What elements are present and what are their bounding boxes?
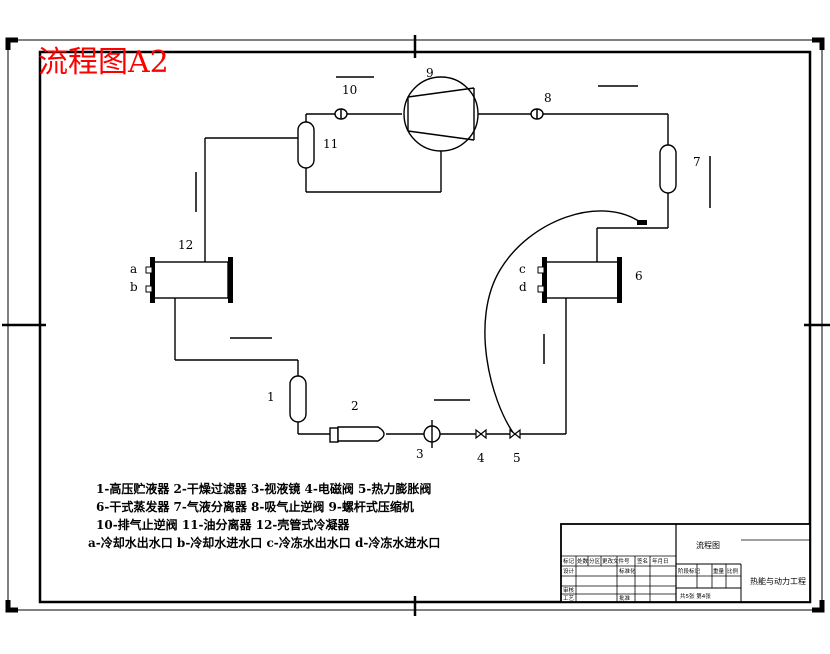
title-block: 流程图 热能与动力工程 标记 处数 分区 更改文件号 签名 年月日 设计 标准化… (560, 523, 811, 603)
tb-r1-1: 处数 (577, 557, 589, 565)
label-4: 4 (477, 451, 485, 465)
label-1: 1 (267, 390, 275, 404)
suction-check-valve-8 (530, 108, 544, 120)
gas-liquid-separator-7 (659, 144, 677, 194)
tb-design: 设计 (563, 567, 575, 575)
legend-line-2: 6-干式蒸发器 7-气液分离器 8-吸气止逆阀 9-螺杆式压缩机 (96, 499, 414, 514)
title-block-project: 热能与动力工程 (750, 576, 806, 586)
tb-weight: 重量 (713, 567, 725, 575)
tb-r1-2: 分区 (589, 557, 601, 565)
flow-direction-marks (195, 76, 711, 401)
screw-compressor-9 (403, 76, 479, 152)
port-label-d: d (519, 280, 527, 294)
discharge-check-valve-10 (334, 108, 348, 120)
corner-marks (2, 35, 830, 616)
inner-frame (38, 50, 812, 604)
label-11: 11 (323, 137, 338, 151)
evaporator-6 (537, 257, 622, 303)
tb-standardize: 标准化 (619, 567, 636, 575)
tb-r1-0: 标记 (563, 557, 575, 565)
legend-line-1: 1-高压贮液器 2-干燥过滤器 3-视液镜 4-电磁阀 5-热力膨胀阀 (96, 481, 431, 496)
label-5: 5 (513, 451, 521, 465)
tb-review: 审核 (563, 586, 575, 594)
label-2: 2 (351, 399, 359, 413)
tb-scale: 比例 (727, 567, 739, 575)
expansion-valve-5 (509, 428, 521, 440)
tb-r1-5: 年月日 (652, 557, 669, 565)
solenoid-valve-4 (475, 428, 487, 440)
label-9: 9 (426, 66, 434, 80)
tb-r1-3: 更改文件号 (602, 557, 630, 565)
port-label-b: b (130, 280, 138, 294)
oil-separator-11 (297, 121, 315, 169)
label-3: 3 (416, 447, 424, 461)
dry-filter-2 (329, 426, 385, 443)
title-block-drawing-name: 流程图 (696, 540, 720, 550)
sight-glass-3 (423, 420, 441, 448)
tb-process: 工艺 (563, 595, 575, 602)
tb-sheets: 共5张 第4张 (680, 592, 711, 600)
tb-stage-mark: 阶段标记 (678, 567, 701, 575)
label-8: 8 (544, 91, 552, 105)
tb-r1-4: 签名 (637, 557, 648, 565)
legend-line-3: 10-排气止逆阀 11-油分离器 12-壳管式冷凝器 (96, 517, 350, 532)
label-6: 6 (635, 269, 643, 283)
port-label-a: a (130, 262, 137, 276)
sensing-bulb (637, 220, 647, 225)
condenser-12 (145, 257, 233, 303)
port-label-c: c (519, 262, 526, 276)
receiver-1 (289, 375, 307, 423)
label-7: 7 (693, 155, 701, 169)
legend-line-4: a-冷却水出水口 b-冷却水进水口 c-冷冻水出水口 d-冷冻水进水口 (88, 535, 440, 550)
label-10: 10 (342, 83, 357, 97)
label-12: 12 (178, 238, 193, 252)
tb-approve: 批准 (619, 594, 631, 602)
diagram-title: 流程图A2 (38, 45, 169, 80)
